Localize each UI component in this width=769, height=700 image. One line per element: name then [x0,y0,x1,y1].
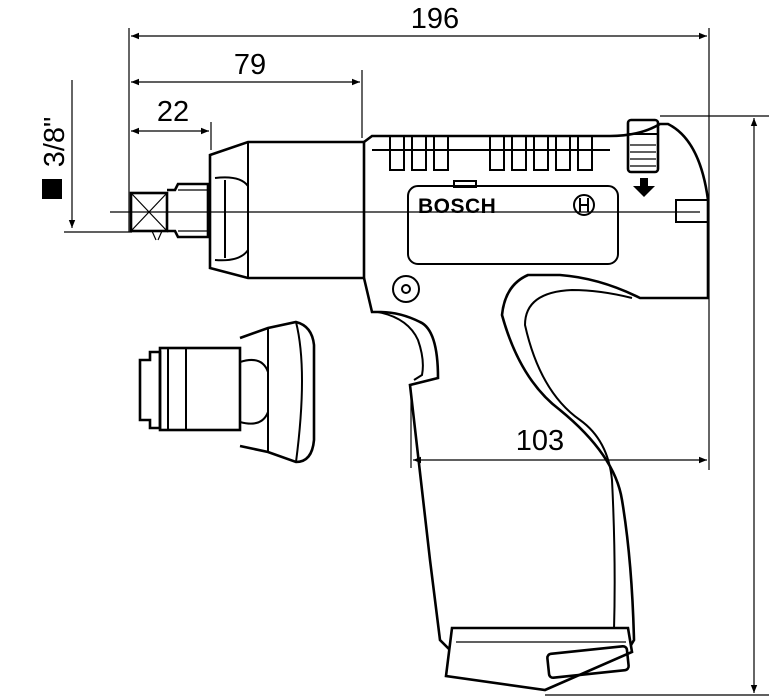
cooling-fins [372,136,610,171]
dim-overall-length: 196 [411,3,459,35]
brand-label: BOSCH [418,195,496,218]
dim-grip-width: 103 [516,425,564,457]
bosch-logo-icon [573,194,595,216]
down-arrow-icon [633,178,655,197]
screw-icon [392,275,420,303]
dim-square-drive: 3/8" [39,117,71,168]
square-drive-icon [42,179,62,199]
tool-side-view: BOSCH [110,118,710,692]
dim-front-to-body: 79 [234,49,266,81]
alternate-head-view [138,320,316,464]
reverse-switch [626,118,660,174]
dim-drive-length: 22 [157,96,189,128]
dimension-lines [64,28,769,696]
dimension-labels: 196 79 22 103 3/8" [39,3,564,457]
